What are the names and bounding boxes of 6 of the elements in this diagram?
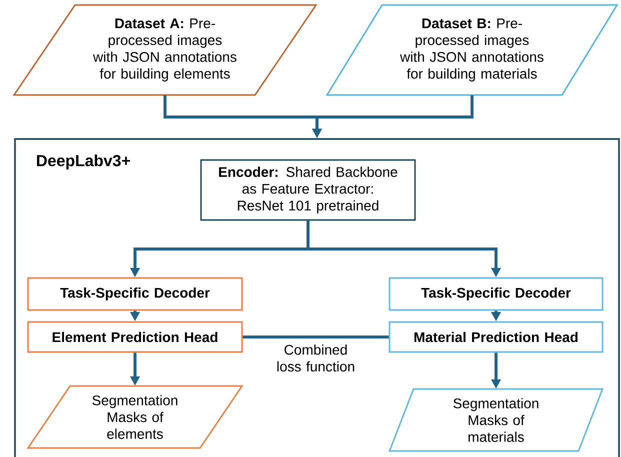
process-box: Element Prediction Head <box>27 321 243 353</box>
process-box: Task-Specific Decoder <box>27 277 243 311</box>
process-box: Task-Specific Decoder <box>388 277 604 311</box>
process-box: Material Prediction Head <box>388 321 604 353</box>
edge-label: Combined loss function <box>264 343 368 373</box>
process-box: Encoder: Shared Backbone as Feature Extractor: ResNet 101 pretrained <box>200 159 416 221</box>
